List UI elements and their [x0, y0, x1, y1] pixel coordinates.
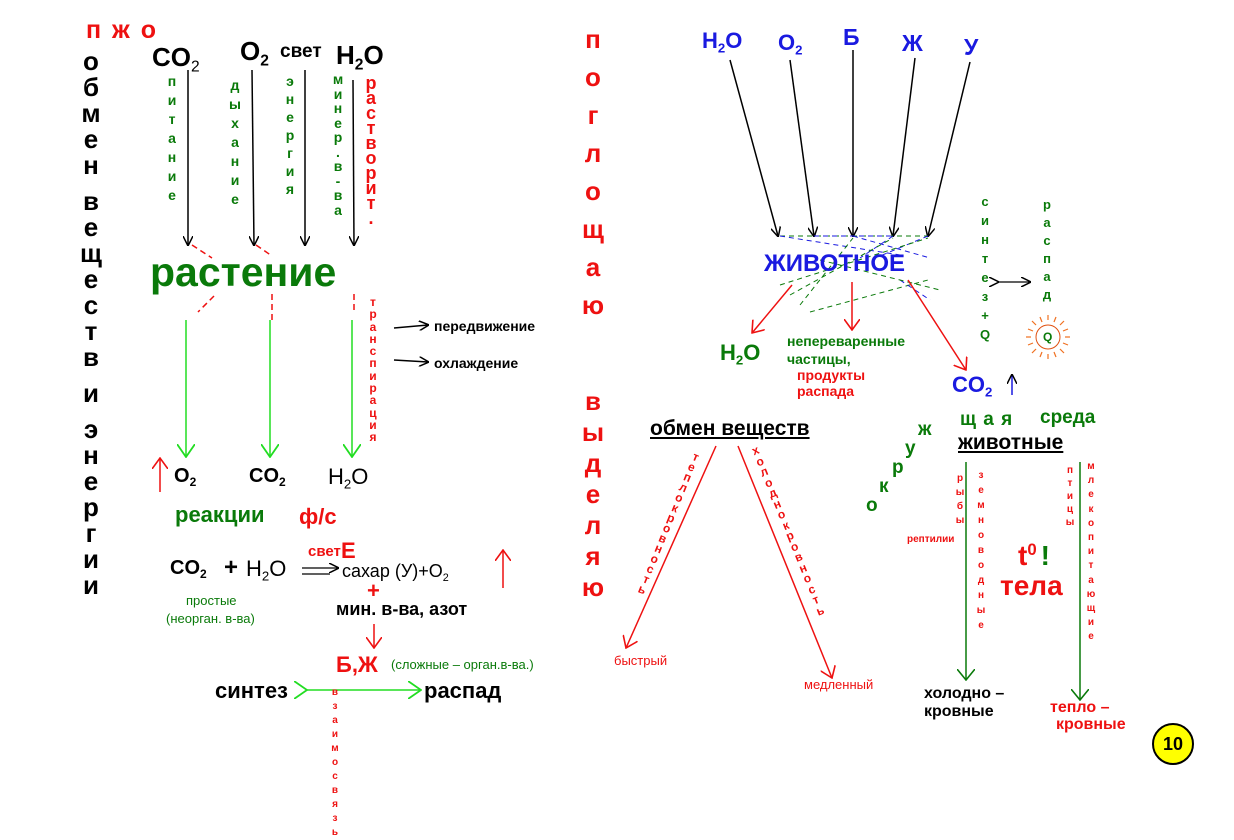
r-input-u: У: [964, 34, 979, 60]
eq-co2: CO2: [170, 557, 207, 582]
eq-h2o: H2O: [246, 556, 287, 584]
simple-label: простые: [186, 593, 237, 608]
reactions-label: реакции: [175, 502, 265, 527]
input-light: свет: [280, 41, 322, 62]
plus-minerals: +: [367, 578, 380, 603]
animals-label: животные: [958, 431, 1064, 454]
cold-label: холодно –: [924, 685, 1005, 702]
output-o2: O2: [174, 465, 197, 490]
pjo-label: п ж о: [86, 16, 158, 44]
warm-label: тепло –: [1050, 699, 1110, 716]
products-label: продукты: [797, 367, 866, 383]
output-co2: CO2: [249, 465, 286, 490]
tela-label: тела: [1000, 570, 1063, 601]
eq-sugar: сахар (У)+O2: [342, 561, 449, 584]
r-input-o2: O2: [778, 30, 803, 58]
fs-label: ф/с: [299, 504, 337, 529]
title-word-3: и: [83, 378, 99, 408]
synthesis-label: синтез: [215, 678, 288, 703]
q-label: Q: [1043, 330, 1053, 344]
arrows-layer: [0, 50, 1234, 775]
eq-light: свет: [308, 543, 341, 560]
inorganic-label: (неорган. в-ва): [166, 611, 255, 626]
r-output-co2: CO2: [952, 372, 993, 400]
reptilii-label: рептилии: [907, 534, 955, 545]
complex-label: (сложные – орган.в-ва.): [391, 657, 534, 672]
page-number-badge: 10: [1152, 723, 1194, 765]
r-output-h2o: H2O: [720, 340, 761, 368]
r-input-b: Б: [843, 24, 860, 50]
input-h2o: H2O: [336, 40, 384, 74]
eq-energy: E: [341, 538, 356, 563]
temperature-label: t0!: [1018, 540, 1050, 572]
decay-label: распад: [424, 678, 502, 703]
input-o2: O2: [240, 36, 269, 70]
metabolism-label: обмен веществ: [650, 417, 810, 440]
cooling-label: охлаждение: [434, 355, 519, 371]
ayushchaya-label: щ а я: [960, 409, 1013, 430]
plant-label: растение: [150, 249, 337, 295]
animal-label: ЖИВОТНОЕ: [764, 250, 906, 277]
sreda-label: среда: [1040, 407, 1096, 428]
eq-plus: +: [224, 554, 239, 581]
undigested-label: непереваренные: [787, 333, 906, 349]
movement-label: передвижение: [434, 318, 536, 334]
minerals-label: мин. в-ва, азот: [336, 599, 468, 619]
slow-label: медленный: [804, 677, 874, 692]
output-h2o: H2O: [328, 464, 369, 492]
input-co2: CO2: [152, 42, 200, 76]
r-input-zh: Ж: [902, 30, 923, 56]
of-decay-label: распада: [797, 383, 855, 399]
cold2-label: кровные: [924, 703, 994, 720]
fast-label: быстрый: [614, 653, 668, 668]
particles-label: частицы,: [787, 351, 851, 367]
bzh-label: Б,Ж: [336, 652, 378, 677]
r-input-h2o: H2O: [702, 28, 743, 56]
warm2-label: кровные: [1056, 716, 1126, 733]
